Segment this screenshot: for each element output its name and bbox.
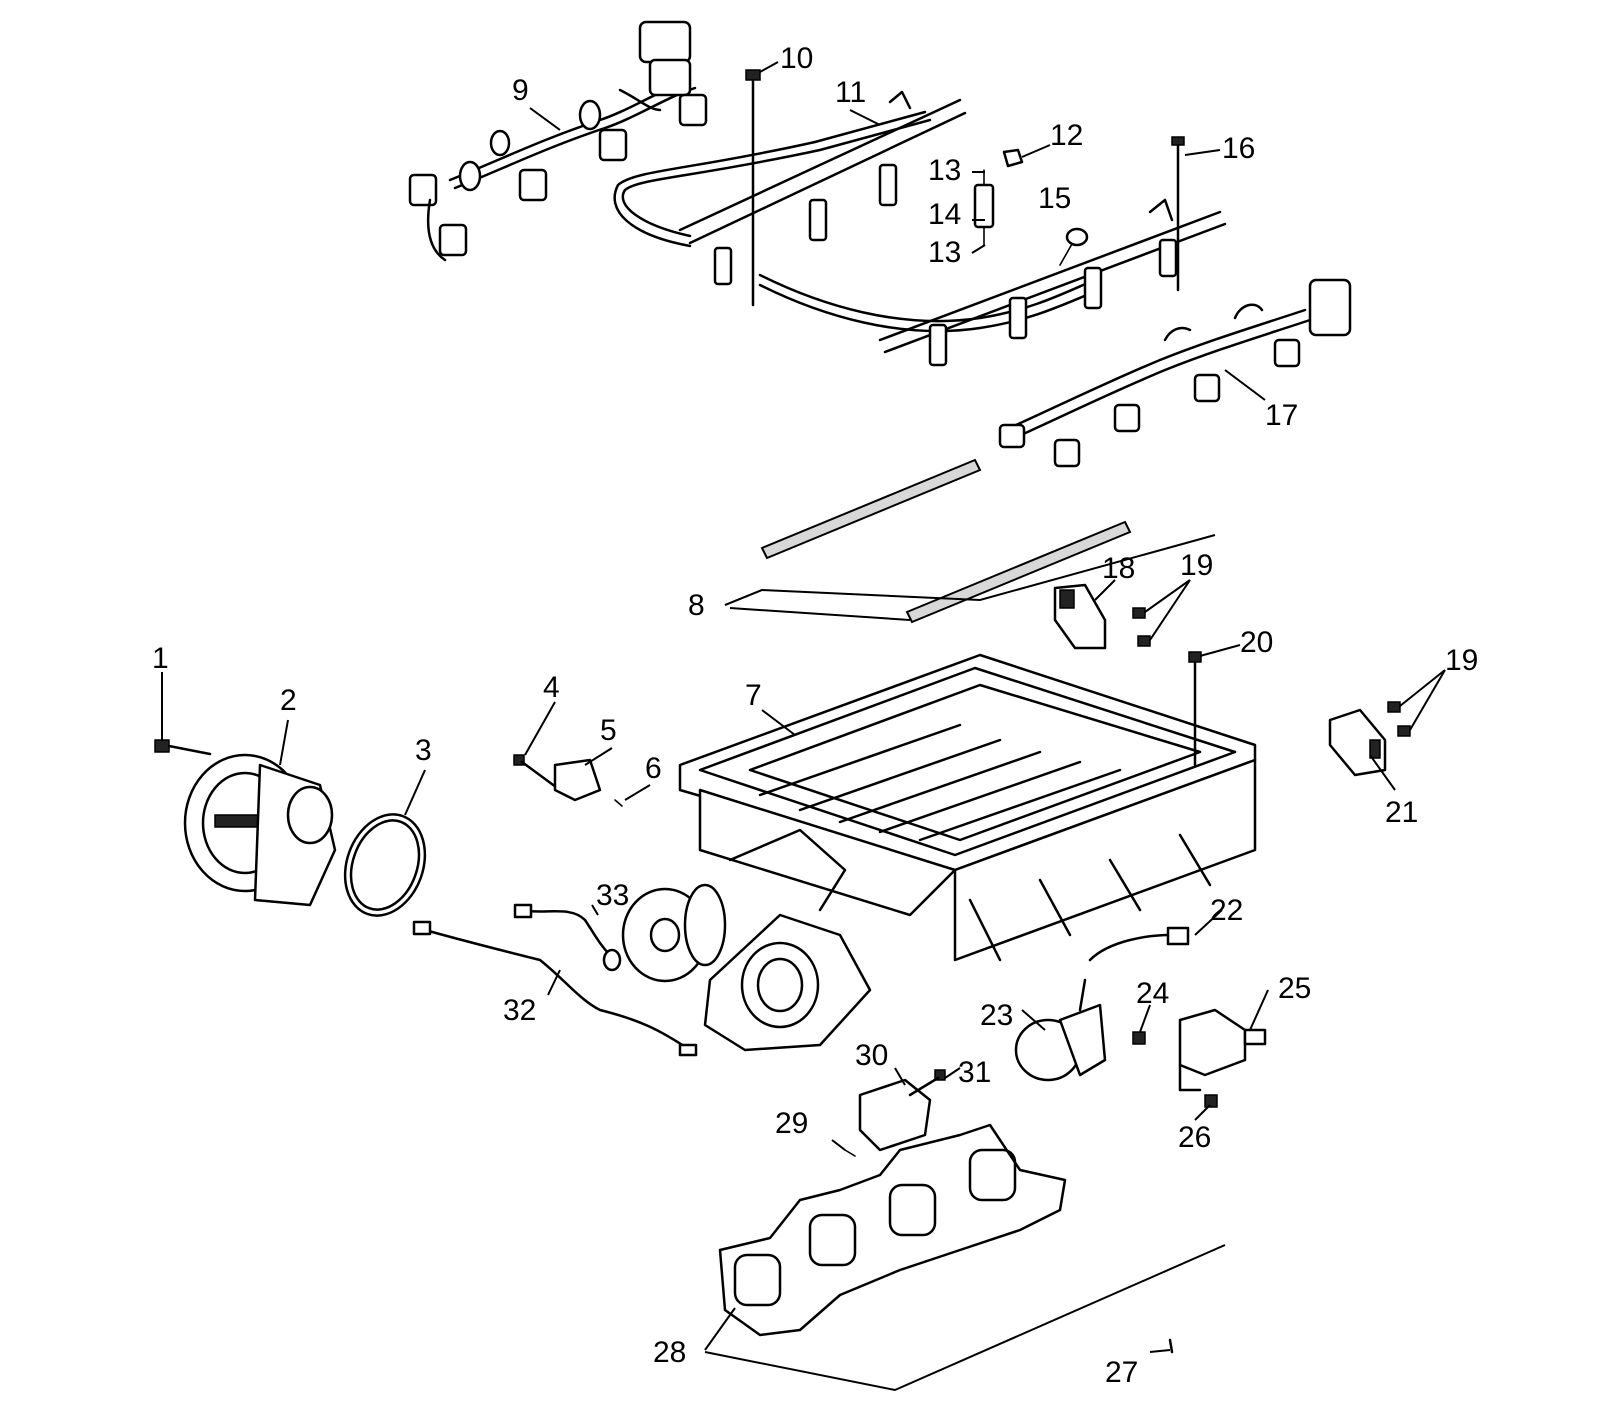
idler-pulley	[621, 883, 727, 983]
callout-16: 16	[1222, 132, 1255, 165]
callout-6: 6	[645, 752, 662, 785]
bolts-19	[1132, 607, 1411, 737]
callout-33: 33	[596, 879, 629, 912]
bolt-20	[1188, 651, 1202, 767]
injector-14	[973, 148, 1089, 266]
callout-21: 21	[1385, 796, 1418, 829]
callout-19-right: 19	[1445, 644, 1478, 677]
callout-31: 31	[958, 1056, 991, 1089]
manifold-gasket-28	[718, 1123, 1067, 1337]
callout-27: 27	[1105, 1356, 1138, 1389]
solenoid-25	[1178, 1008, 1267, 1092]
callout-24: 24	[1136, 977, 1169, 1010]
callout-3: 3	[415, 734, 432, 767]
callout-2: 2	[280, 684, 297, 717]
callout-25: 25	[1278, 972, 1311, 1005]
callout-23: 23	[980, 999, 1013, 1032]
callout-13-top: 13	[928, 154, 961, 187]
valve-23	[1014, 978, 1107, 1082]
seal-strip-8	[760, 458, 1132, 624]
bolt-10	[745, 69, 761, 307]
pin-27	[1168, 1338, 1174, 1354]
injector-harness-right	[998, 278, 1352, 468]
callout-15: 15	[1038, 182, 1071, 215]
callout-11: 11	[835, 76, 866, 109]
callout-14: 14	[928, 198, 961, 231]
callout-5: 5	[600, 714, 617, 747]
callout-10: 10	[780, 42, 813, 75]
callout-18: 18	[1102, 552, 1135, 585]
sensor-harness-33	[513, 903, 622, 972]
callout-1: 1	[152, 642, 169, 675]
front-housing	[703, 828, 872, 1052]
callout-12: 12	[1050, 119, 1083, 152]
callout-4: 4	[543, 671, 560, 704]
stud-16	[1171, 136, 1185, 292]
callout-labels: 1 2 3 4 5 6 7 8 9 10 11 12 13 14 13 15 1…	[152, 42, 1478, 1389]
bolt-24	[1132, 1031, 1146, 1045]
callout-32: 32	[503, 994, 536, 1027]
callout-29: 29	[775, 1107, 808, 1140]
bracket-18	[1053, 583, 1107, 650]
sensor-5	[513, 754, 623, 807]
bolt-1	[154, 739, 212, 756]
fuel-rail-assembly	[613, 90, 1227, 367]
callout-19-upper: 19	[1180, 549, 1213, 582]
callout-22: 22	[1210, 894, 1243, 927]
injector-harness-left	[408, 20, 708, 262]
callout-17: 17	[1265, 399, 1298, 432]
callout-20: 20	[1240, 626, 1273, 659]
bracket-21	[1328, 708, 1387, 777]
intake-manifold-7	[678, 653, 1257, 962]
valve-30	[844, 1069, 946, 1157]
callout-30: 30	[855, 1039, 888, 1072]
throttle-body-gasket-3	[343, 813, 427, 917]
callout-26: 26	[1178, 1121, 1211, 1154]
callout-9: 9	[512, 74, 529, 107]
throttle-body-2	[183, 753, 337, 907]
callout-28: 28	[653, 1336, 686, 1369]
harness-22	[1088, 926, 1190, 962]
callout-13-bottom: 13	[928, 236, 961, 269]
callout-8: 8	[688, 589, 705, 622]
leader-lines	[161, 61, 1446, 1392]
sensor-harness-32	[412, 920, 698, 1057]
bolt-26	[1204, 1094, 1218, 1108]
callout-7: 7	[745, 679, 762, 712]
